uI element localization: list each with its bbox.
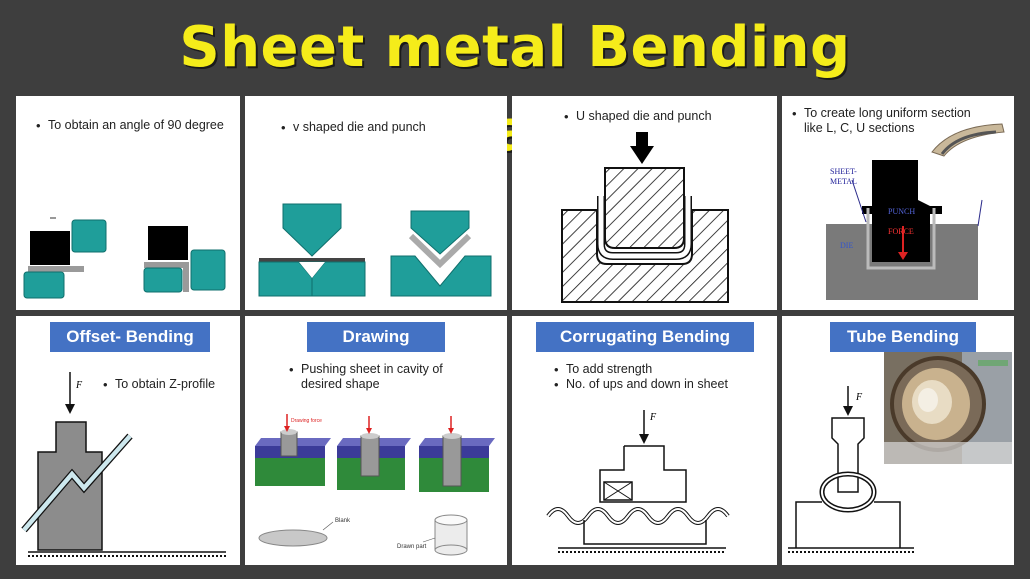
force-label: FORCE [888,227,914,236]
panel-v-bending: •v shaped die and punch [245,96,507,310]
label-tube-bending: Tube Bending [830,322,976,352]
panel-offset-bending: Offset- Bending •To obtain Z-profile F [16,316,240,565]
diagram-corrugating: F [546,410,730,553]
bullet-z-profile: •To obtain Z-profile [103,377,216,392]
tube-bending-photo [884,352,1012,464]
panel-90-degree-bending: •To obtain an angle of 90 degree [16,96,240,310]
diagram-drawing: Drawing force Blank Drawn part [255,414,495,556]
bullet-v-shaped: •v shaped die and punch [281,120,426,135]
panel-corrugating-bending: Corrugating Bending •To add strength •No… [512,316,777,565]
bullet-u-shaped: •U shaped die and punch [564,109,712,124]
panel-u-bending: •U shaped die and punch [512,96,777,310]
diagram-roll-forming: SHEET- METAL PUNCH FORCE DIE [826,123,1005,300]
label-corrugating-bending: Corrugating Bending [536,322,754,352]
drawing-force-label: Drawing force [291,418,322,424]
force-f-label-corrugating: F [649,412,657,423]
label-drawing: Drawing [307,322,445,352]
sheet-metal-label-line2: METAL [830,177,857,186]
bullet-90-degree: •To obtain an angle of 90 degree [36,118,224,133]
force-f-label: F [75,380,83,391]
panel-tube-bending: Tube Bending F [782,316,1014,565]
diagram-u-bending [561,132,729,303]
die-label: DIE [840,241,853,250]
punch-label: PUNCH [888,207,915,216]
force-f-label-tube: F [855,392,863,403]
diagram-90-degree [23,217,226,299]
blank-label: Blank [335,518,351,524]
bullet-ups-and-down: •No. of ups and down in sheet [554,377,728,392]
slide-title: Sheet metal Bending Operations [179,15,851,164]
drawn-part-label: Drawn part [397,544,427,550]
label-offset-bending: Offset- Bending [50,322,210,352]
diagram-offset-bending: F [21,372,226,557]
bullet-add-strength: •To add strength [554,362,653,377]
sheet-metal-label: SHEET- [830,167,857,176]
diagram-v-bending [258,203,492,297]
diagram-tube-bending: F [788,352,1012,553]
